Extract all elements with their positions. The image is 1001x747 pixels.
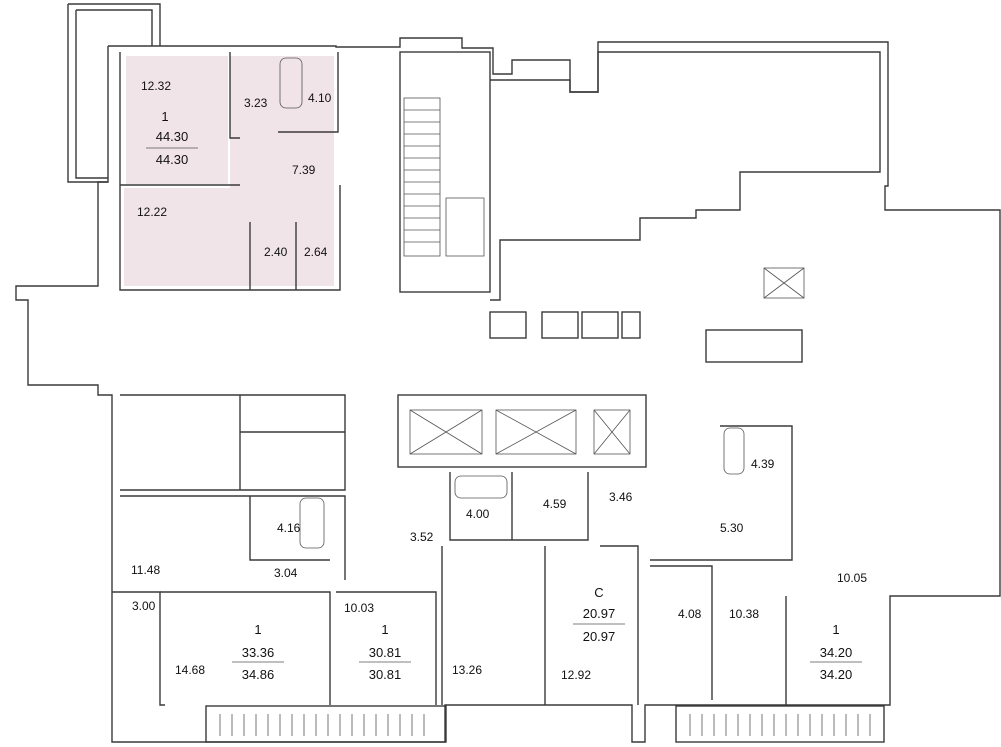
room-area: 3.04 xyxy=(274,566,298,580)
highlighted-apartment[interactable] xyxy=(124,56,334,286)
rooms-count: С xyxy=(594,585,603,600)
rooms-count: 1 xyxy=(832,622,839,637)
room-area: 3.52 xyxy=(410,530,434,544)
balcony-rail-right xyxy=(689,714,871,736)
rooms-count: 1 xyxy=(254,622,261,637)
room-area: 12.92 xyxy=(561,668,591,682)
room-area: 10.03 xyxy=(344,601,374,615)
room-area: 4.39 xyxy=(751,457,775,471)
room-area: 10.38 xyxy=(729,607,759,621)
area-living: 20.97 xyxy=(583,629,616,644)
room-area: 4.10 xyxy=(308,91,332,105)
room-area: 14.68 xyxy=(175,663,205,677)
bathtub-icon xyxy=(279,57,745,549)
room-area: 7.39 xyxy=(292,163,316,177)
area-living: 34.20 xyxy=(820,667,853,682)
area-total: 34.20 xyxy=(820,645,853,660)
apartment-top-left[interactable]: 12.32 1 44.30 44.30 3.23 4.10 7.39 12.22… xyxy=(137,79,332,259)
room-area: 13.26 xyxy=(452,663,482,677)
apartment-bottom-right[interactable]: 10.05 10.38 4.08 5.30 4.39 1 34.20 34.20 xyxy=(678,457,867,682)
room-area: 4.59 xyxy=(543,497,567,511)
apartment-bottom-1[interactable]: 3.00 14.68 11.48 4.16 3.04 1 33.36 34.86 xyxy=(131,521,301,682)
area-total: 20.97 xyxy=(583,606,616,621)
area-total: 33.36 xyxy=(242,645,275,660)
rooms-count: 1 xyxy=(161,109,168,124)
apartment-bottom-2[interactable]: 10.03 13.26 3.52 4.00 1 30.81 30.81 xyxy=(344,507,490,682)
room-area: 11.48 xyxy=(131,563,160,577)
room-area: 4.08 xyxy=(678,607,702,621)
stair-treads xyxy=(404,109,440,243)
room-area: 3.00 xyxy=(132,599,156,613)
room-area: 12.22 xyxy=(137,205,167,219)
walls xyxy=(15,3,1001,743)
room-area: 3.23 xyxy=(244,96,268,110)
rooms-count: 1 xyxy=(381,622,388,637)
room-area: 12.32 xyxy=(141,79,171,93)
room-area: 4.16 xyxy=(277,521,301,535)
balcony-rail-left xyxy=(219,714,425,736)
room-area: 10.05 xyxy=(837,571,867,585)
room-area: 2.40 xyxy=(264,245,288,259)
room-area: 3.46 xyxy=(609,490,633,504)
room-area: 4.00 xyxy=(466,507,490,521)
room-area: 5.30 xyxy=(720,521,744,535)
area-living: 30.81 xyxy=(369,667,402,682)
area-total: 44.30 xyxy=(156,129,189,144)
room-area: 2.64 xyxy=(304,245,328,259)
area-living: 34.86 xyxy=(242,667,275,682)
apartment-studio[interactable]: 12.92 4.59 3.46 С 20.97 20.97 xyxy=(543,490,633,682)
area-total: 30.81 xyxy=(369,645,402,660)
area-living: 44.30 xyxy=(156,152,189,167)
